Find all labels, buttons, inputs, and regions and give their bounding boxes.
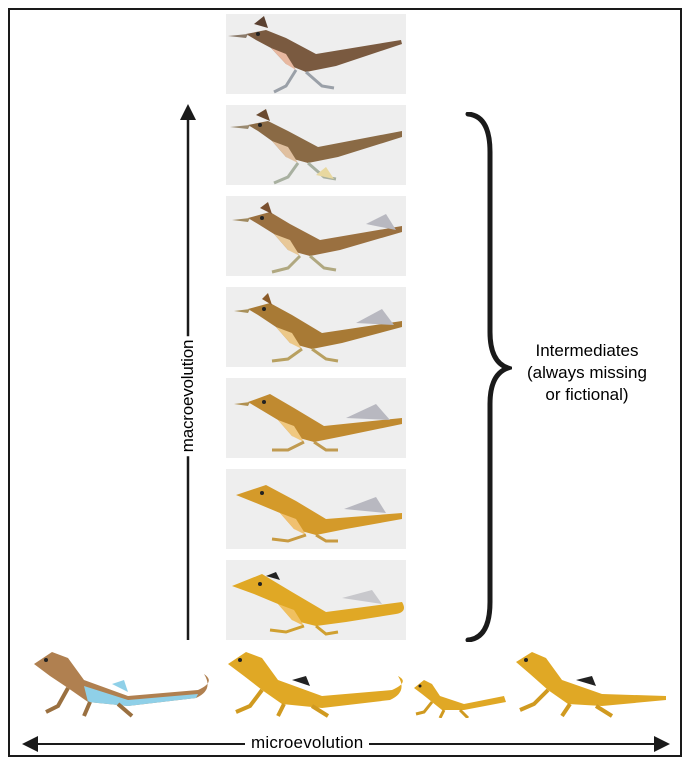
panel-intermediate-5 <box>226 196 406 276</box>
panel-intermediate-6 <box>226 105 406 185</box>
panel-intermediate-2 <box>226 469 406 549</box>
lizard-small-yellow <box>410 674 510 718</box>
intermediate-2-illustration <box>226 469 406 549</box>
intermediates-line-3: or fictional) <box>512 384 662 406</box>
intermediate-6-illustration <box>226 105 406 185</box>
lizard-brown-blue <box>28 646 218 718</box>
lizard-yellow-2 <box>510 646 670 718</box>
intermediate-4-illustration <box>226 287 406 367</box>
roadrunner-illustration <box>226 14 406 94</box>
panel-intermediate-4 <box>226 287 406 367</box>
intermediate-5-illustration <box>226 196 406 276</box>
intermediates-brace <box>462 112 512 642</box>
microevolution-label: microevolution <box>245 733 369 753</box>
intermediates-line-1: Intermediates <box>512 340 662 362</box>
intermediate-3-illustration <box>226 378 406 458</box>
intermediates-line-2: (always missing <box>512 362 662 384</box>
panel-intermediate-1 <box>226 560 406 640</box>
panel-roadrunner <box>226 14 406 94</box>
panel-intermediate-3 <box>226 378 406 458</box>
intermediates-label: Intermediates (always missing or fiction… <box>512 340 662 406</box>
lizard-yellow-1 <box>222 646 412 718</box>
intermediate-1-illustration <box>226 560 406 640</box>
macroevolution-label: macroevolution <box>178 336 198 456</box>
